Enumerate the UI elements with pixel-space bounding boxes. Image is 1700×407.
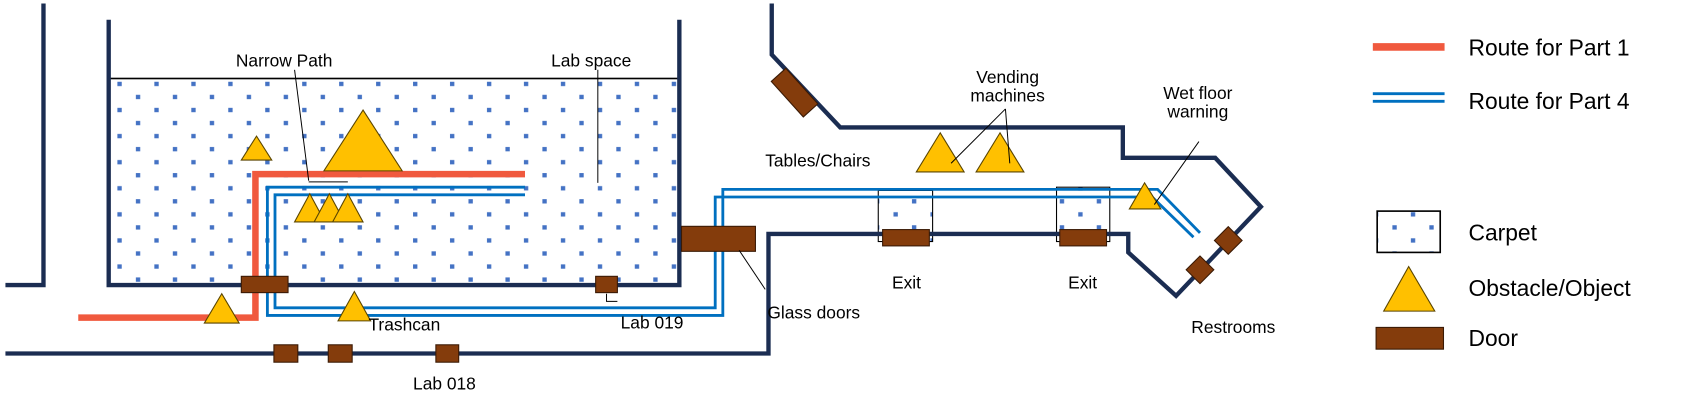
- vending-machine-icon: [915, 131, 966, 173]
- obstacle-icon: [322, 109, 404, 172]
- legend-route-part1-label: Route for Part 1: [1468, 35, 1629, 61]
- legend-carpet-label: Carpet: [1468, 219, 1537, 245]
- legend-door-label: Door: [1468, 325, 1518, 351]
- tables-chairs-door: [770, 67, 819, 118]
- route-part1: [78, 170, 525, 321]
- vending-label-1: Vending: [976, 67, 1039, 87]
- narrow-path-label: Narrow Path: [236, 51, 333, 71]
- restroom-door-2: [1185, 255, 1215, 285]
- obstacle-icon: [203, 292, 241, 324]
- left-wall: [5, 3, 46, 288]
- legend: Route for Part 1 Route for Part 4 Carpet…: [1372, 35, 1631, 351]
- glass-doors-label: Glass doors: [767, 303, 860, 323]
- glass-doors: [680, 225, 756, 252]
- lab-019-leader: [606, 293, 618, 302]
- vending-machine-icon: [975, 131, 1025, 173]
- exit-label-1: Exit: [892, 272, 921, 292]
- lab-018-door-3: [435, 344, 460, 363]
- legend-obstacle-icon: [1382, 265, 1436, 312]
- vending-leader-1: [950, 108, 1006, 164]
- restrooms-label: Restrooms: [1191, 317, 1275, 337]
- trashcan-icon: [337, 290, 372, 322]
- exit-label-2: Exit: [1068, 272, 1097, 292]
- lab-019-door: [595, 275, 618, 294]
- trashcan-label: Trashcan: [368, 315, 440, 335]
- lab-space-label: Lab space: [551, 51, 631, 71]
- glass-doors-leader: [738, 249, 766, 290]
- obstacle-icon: [331, 192, 364, 223]
- lab-018-door-1: [273, 344, 299, 363]
- wet-floor-label-1: Wet floor: [1163, 83, 1232, 103]
- route-part4-outer: [265, 185, 1202, 317]
- tables-chairs-label: Tables/Chairs: [765, 151, 871, 171]
- exit-door-1: [882, 229, 930, 247]
- restroom-door-1: [1213, 225, 1243, 256]
- legend-obstacle-label: Obstacle/Object: [1468, 275, 1631, 301]
- exit-door-2: [1059, 229, 1108, 247]
- legend-carpet-swatch: [1376, 210, 1442, 254]
- vending-leader-2: [1004, 108, 1011, 164]
- lab-019-label: Lab 019: [621, 313, 684, 333]
- lab-018-door-2: [327, 344, 353, 363]
- lab-wall: [106, 19, 682, 288]
- wet-floor-sign-icon: [1128, 181, 1162, 210]
- corridor-bottom-wall: [5, 3, 1264, 356]
- legend-door-swatch: [1375, 326, 1445, 350]
- lab-door-1: [240, 275, 289, 294]
- vending-label-2: machines: [970, 85, 1045, 105]
- lab-018-label: Lab 018: [413, 373, 476, 393]
- obstacle-icon: [240, 135, 273, 161]
- narrow-path-leader: [294, 69, 310, 181]
- lab-carpet: [107, 77, 681, 286]
- wet-floor-leader: [1153, 141, 1200, 205]
- wet-floor-label-2: warning: [1166, 102, 1228, 122]
- legend-route-part4-label: Route for Part 4: [1468, 88, 1629, 114]
